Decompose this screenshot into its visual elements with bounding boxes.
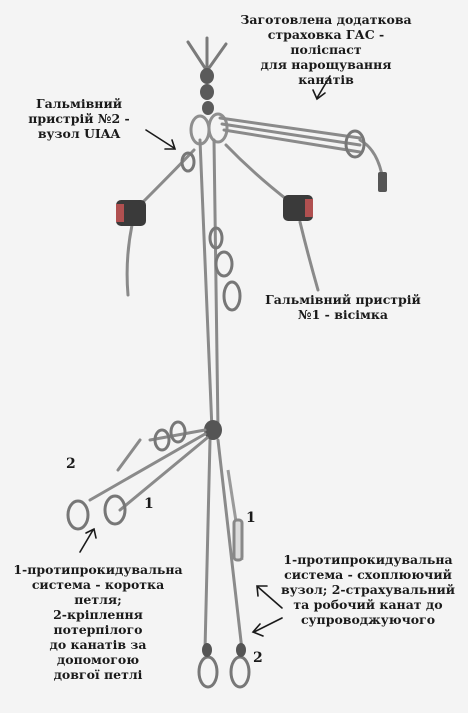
label-left-system: 1-протипрокидувальна система - коротка п…: [8, 562, 188, 682]
backup-pulley-system: [220, 118, 383, 180]
label-brake-device-2: Гальмівний пристрій №2 - вузол UIAA: [14, 96, 144, 141]
label-backup-belay: Заготовлена додаткова страховка ГАС - по…: [236, 12, 416, 87]
bottom-carabiners: [199, 657, 249, 687]
number-right-2: 2: [253, 650, 263, 666]
left-carabiners: [68, 422, 185, 529]
number-left-2: 2: [66, 456, 76, 472]
pulley-end-weight: [378, 172, 387, 192]
number-left-1: 1: [144, 496, 154, 512]
bottom-knots: [202, 643, 246, 657]
left-glove: [116, 200, 146, 226]
number-right-1: 1: [246, 510, 256, 526]
anchor-knot: [200, 68, 214, 115]
right-glove: [283, 195, 313, 221]
main-ropes: [200, 140, 242, 650]
label-right-system: 1-протипрокидувальна система - схоплюючи…: [278, 552, 458, 627]
anchor-ropes: [188, 38, 226, 68]
label-brake-device-1: Гальмівний пристрій №1 - вісімка: [258, 292, 428, 322]
